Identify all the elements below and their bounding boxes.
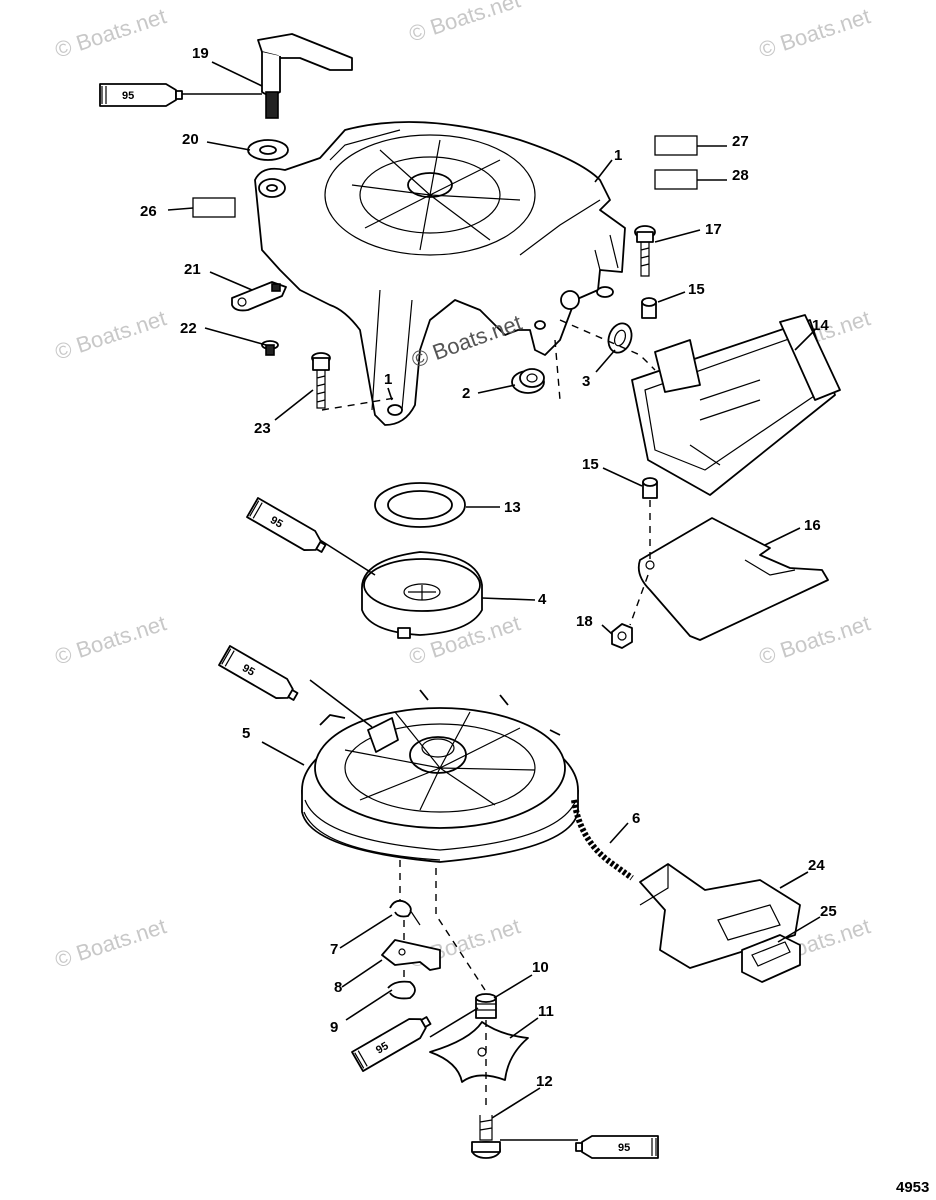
callout-27: 27 [732,133,749,150]
tube-label: 95 [122,90,134,102]
part-2-bushing [511,368,545,394]
leader-lines [167,61,821,1141]
part-6-rope [571,799,634,881]
callout-12: 12 [536,1073,553,1090]
part-10-spring [475,993,497,1019]
part-25-insert [741,934,801,983]
callout-19: 19 [192,45,209,62]
sealant-tube-95: 95 [351,1016,432,1072]
callout-14: 14 [812,317,829,334]
watermark: © Boats.net [52,3,169,62]
part-28-box [654,169,698,190]
part-17-screw [634,225,656,277]
watermark: © Boats.net [52,305,169,364]
watermark: © Boats.net [52,913,169,972]
callout-4: 4 [538,591,547,608]
watermark: © Boats.net [756,3,873,62]
part-12-bolt [471,1115,501,1159]
callout-8: 8 [334,979,342,996]
callout-15-bottom: 15 [582,456,599,473]
part-26-box [192,197,236,218]
sealant-tube-95: 95 [218,645,299,701]
part-15-spacer [642,477,658,499]
sealant-tube-95: 95 [246,497,327,553]
callout-6: 6 [632,810,640,827]
callout-3: 3 [582,373,590,390]
tube-label: 95 [240,662,257,679]
part-11-retainer [429,1021,529,1083]
part-27-box [654,135,698,156]
tube-label: 95 [618,1142,630,1154]
watermark: © Boats.net [756,610,873,669]
callouts: 19 20 1 27 28 26 17 21 15 14 22 1 3 2 23… [140,45,837,1090]
watermark: © Boats.net [52,610,169,669]
part-19-lever [257,33,353,119]
part-22-screw [261,340,279,356]
callout-15-top: 15 [688,281,705,298]
part-15-spacer [641,297,657,319]
callout-1-second: 1 [384,371,392,388]
part-14-housing [631,314,841,496]
callout-24: 24 [808,857,825,874]
part-13-washer [374,482,466,528]
tube-label: 95 [268,514,285,531]
part-23-bolt [311,352,331,409]
part-18-nut [611,623,633,649]
callout-18: 18 [576,613,593,630]
sealant-tube-95 [575,1135,659,1159]
part-9-clip [387,980,416,1000]
part-20-washer [247,139,289,161]
watermark: © Boats.net [406,0,523,47]
callout-13: 13 [504,499,521,516]
part-21-cam [231,281,287,312]
callout-16: 16 [804,517,821,534]
callout-1: 1 [614,147,622,164]
part-3-washer [607,322,633,354]
callout-17: 17 [705,221,722,238]
callout-25: 25 [820,903,837,920]
callout-11: 11 [538,1003,554,1020]
sealant-tube-95: 95 [99,83,183,107]
figure-number: 4953 [896,1179,929,1196]
callout-7: 7 [330,941,338,958]
part-4-spring-housing [361,551,483,639]
tube-label: 95 [374,1040,391,1057]
callout-2: 2 [462,385,470,402]
part-7-spring [389,899,421,926]
part-1-starter-housing [254,121,626,426]
callout-22: 22 [180,320,197,337]
callout-28: 28 [732,167,749,184]
callout-21: 21 [184,261,201,278]
callout-5: 5 [242,725,250,742]
part-16-plate [637,517,829,641]
callout-10: 10 [532,959,549,976]
callout-20: 20 [182,131,199,148]
alignment-lines [321,319,656,1110]
callout-9: 9 [330,1019,338,1036]
part-5-pulley [301,689,579,863]
callout-23: 23 [254,420,271,437]
part-8-pawl [381,939,441,971]
callout-26: 26 [140,203,157,220]
